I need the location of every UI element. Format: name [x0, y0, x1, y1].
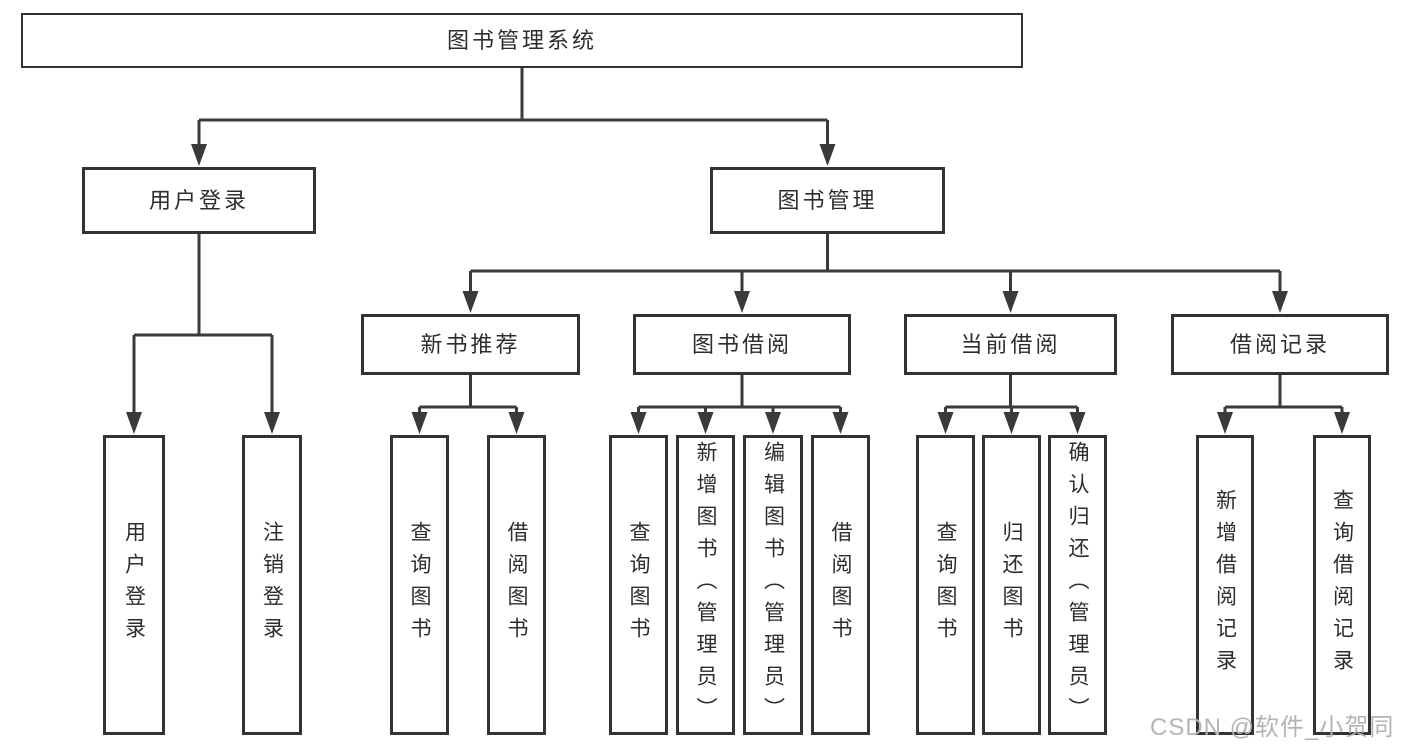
leaf-user-login: 用户登录: [103, 435, 165, 735]
leaf-query-books-recommend: 查询图书: [390, 435, 449, 735]
connector-user-login-to-leaves: [126, 234, 280, 434]
leaf-return-books: 归还图书: [982, 435, 1041, 735]
arrowhead: [1003, 412, 1020, 434]
arrowhead: [462, 291, 479, 313]
arrowhead: [819, 144, 836, 166]
connector-new-book-recommend-to-leaves: [411, 375, 525, 434]
leaf-add-books-admin: 新增图书（管理员）: [676, 435, 735, 735]
leaf-logout: 注销登录: [242, 435, 302, 735]
leaf-add-borrow-record: 新增借阅记录: [1196, 435, 1254, 735]
leaf-borrow-books-recommend: 借阅图书: [487, 435, 546, 735]
node-book-management: 图书管理: [710, 167, 945, 234]
arrowhead: [765, 412, 781, 434]
leaf-query-borrow-record: 查询借阅记录: [1313, 435, 1371, 735]
leaf-query-books-current: 查询图书: [916, 435, 975, 735]
leaf-borrow-books: 借阅图书: [811, 435, 870, 735]
node-root-library-management-system: 图书管理系统: [21, 13, 1023, 68]
csdn-watermark: CSDN @软件_小贺同学: [1150, 714, 1395, 741]
arrowhead: [832, 412, 849, 434]
arrowhead: [937, 412, 954, 434]
node-user-login: 用户登录: [82, 167, 316, 234]
node-new-book-recommend: 新书推荐: [361, 314, 580, 375]
arrowhead: [191, 144, 207, 166]
arrowhead: [1217, 412, 1233, 434]
leaf-edit-books-admin: 编辑图书（管理员）: [743, 435, 803, 735]
arrowhead: [411, 412, 428, 434]
arrowhead: [1002, 291, 1019, 313]
arrowhead: [264, 412, 280, 434]
arrowhead: [1272, 291, 1288, 313]
node-current-borrowing: 当前借阅: [904, 314, 1117, 375]
arrowhead: [508, 412, 525, 434]
connector-root-to-level2: [191, 68, 836, 166]
arrowhead: [630, 412, 647, 434]
connector-book-management-to-level3: [462, 234, 1288, 313]
node-borrowing-records: 借阅记录: [1171, 314, 1389, 375]
leaf-query-books-borrowing: 查询图书: [609, 435, 668, 735]
connector-book-borrowing-to-leaves: [630, 375, 849, 434]
arrowhead: [1334, 412, 1350, 434]
arrowhead: [734, 291, 750, 313]
connector-borrowing-records-to-leaves: [1217, 375, 1350, 434]
arrowhead: [126, 412, 142, 434]
arrowhead: [1069, 412, 1086, 434]
arrowhead: [697, 412, 714, 434]
connector-current-borrowing-to-leaves: [937, 375, 1086, 434]
leaf-confirm-return-admin: 确认归还（管理员）: [1048, 435, 1107, 735]
node-book-borrowing: 图书借阅: [633, 314, 851, 375]
